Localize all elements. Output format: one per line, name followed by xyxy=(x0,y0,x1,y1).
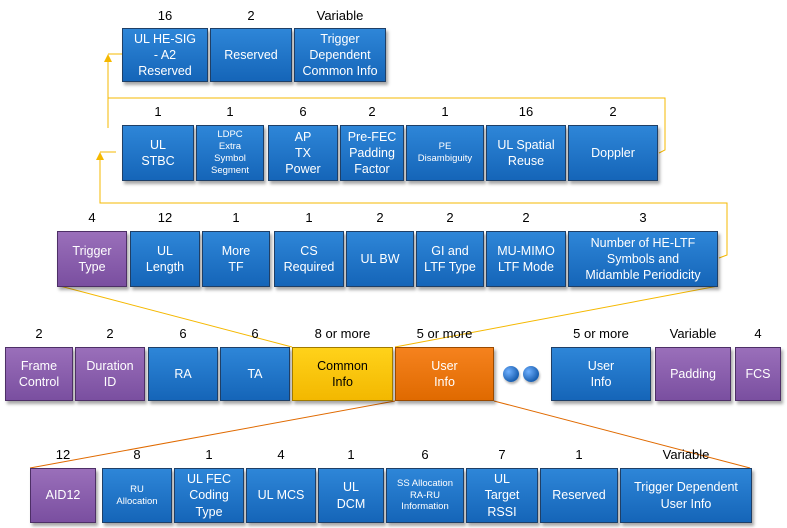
row3-field-box: Trigger Type xyxy=(57,231,127,287)
row3-field-box: CS Required xyxy=(274,231,344,287)
row2-field-box: AP TX Power xyxy=(268,125,338,181)
row3-field-box: GI and LTF Type xyxy=(416,231,484,287)
row4-field-size: 2 xyxy=(106,326,114,341)
row3-field-size: 1 xyxy=(305,210,313,225)
row1-field-box: Reserved xyxy=(210,28,292,82)
row4-field-box: Common Info xyxy=(292,347,393,401)
row2-field-box: UL Spatial Reuse xyxy=(486,125,566,181)
row1-field-size: Variable xyxy=(316,8,364,23)
row2-field-size: 6 xyxy=(299,104,307,119)
row4-field-size: 4 xyxy=(754,326,762,341)
row5-field-box: AID12 xyxy=(30,468,96,523)
row4-field-box: User Info xyxy=(551,347,651,401)
row3-field-box: Number of HE-LTF Symbols and Midamble Pe… xyxy=(568,231,718,287)
row2-field-size: 1 xyxy=(154,104,162,119)
row4-field-size: 6 xyxy=(179,326,187,341)
ellipsis-dot-1 xyxy=(503,366,519,382)
row5-field-box: UL FEC Coding Type xyxy=(174,468,244,523)
row4-field-size: 5 or more xyxy=(573,326,629,341)
row3-field-size: 1 xyxy=(232,210,240,225)
row1-field-size: 2 xyxy=(247,8,255,23)
row5-field-box: RU Allocation xyxy=(102,468,172,523)
row5-field-size: 7 xyxy=(498,447,506,462)
row3-field-size: 12 xyxy=(157,210,173,225)
row4-field-box: Frame Control xyxy=(5,347,73,401)
row1-field-size: 16 xyxy=(157,8,173,23)
row5-field-size: 4 xyxy=(277,447,285,462)
row2-field-size: 2 xyxy=(609,104,617,119)
row4-field-size: 2 xyxy=(35,326,43,341)
row5-field-size: 6 xyxy=(421,447,429,462)
row3-field-box: UL BW xyxy=(346,231,414,287)
row2-field-box: Doppler xyxy=(568,125,658,181)
row4-field-size: 5 or more xyxy=(416,326,473,341)
row5-field-size: 1 xyxy=(205,447,213,462)
row5-field-size: 1 xyxy=(575,447,583,462)
row5-field-box: Trigger Dependent User Info xyxy=(620,468,752,523)
row3-field-size: 2 xyxy=(522,210,530,225)
row4-field-size: 8 or more xyxy=(314,326,371,341)
row4-field-box: RA xyxy=(148,347,218,401)
row5-field-size: Variable xyxy=(662,447,710,462)
row4-field-box: Duration ID xyxy=(75,347,145,401)
row5-field-size: 12 xyxy=(55,447,71,462)
row2-field-box: PE Disambiguity xyxy=(406,125,484,181)
row2-field-size: 1 xyxy=(441,104,449,119)
row1-field-box: UL HE-SIG - A2 Reserved xyxy=(122,28,208,82)
row2-field-box: UL STBC xyxy=(122,125,194,181)
row3-field-size: 4 xyxy=(88,210,96,225)
row4-field-box: FCS xyxy=(735,347,781,401)
row3-field-box: UL Length xyxy=(130,231,200,287)
row2-field-size: 2 xyxy=(368,104,376,119)
row5-field-size: 8 xyxy=(133,447,141,462)
row5-field-box: UL DCM xyxy=(318,468,384,523)
row4-field-size: Variable xyxy=(669,326,717,341)
row2-field-size: 1 xyxy=(226,104,234,119)
row5-field-box: Reserved xyxy=(540,468,618,523)
row5-field-box: UL Target RSSI xyxy=(466,468,538,523)
row4-field-box: TA xyxy=(220,347,290,401)
row5-field-box: SS Allocation RA-RU Information xyxy=(386,468,464,523)
row2-field-box: Pre-FEC Padding Factor xyxy=(340,125,404,181)
row4-field-box: User Info xyxy=(395,347,494,401)
row3-field-size: 3 xyxy=(639,210,647,225)
row3-field-size: 2 xyxy=(376,210,384,225)
row2-field-size: 16 xyxy=(518,104,534,119)
row4-field-size: 6 xyxy=(251,326,259,341)
row2-field-box: LDPC Extra Symbol Segment xyxy=(196,125,264,181)
ellipsis-dot-2 xyxy=(523,366,539,382)
row3-field-box: MU-MIMO LTF Mode xyxy=(486,231,566,287)
row4-field-box: Padding xyxy=(655,347,731,401)
row5-field-box: UL MCS xyxy=(246,468,316,523)
row3-field-box: More TF xyxy=(202,231,270,287)
row1-field-box: Trigger Dependent Common Info xyxy=(294,28,386,82)
row3-field-size: 2 xyxy=(446,210,454,225)
row5-field-size: 1 xyxy=(347,447,355,462)
